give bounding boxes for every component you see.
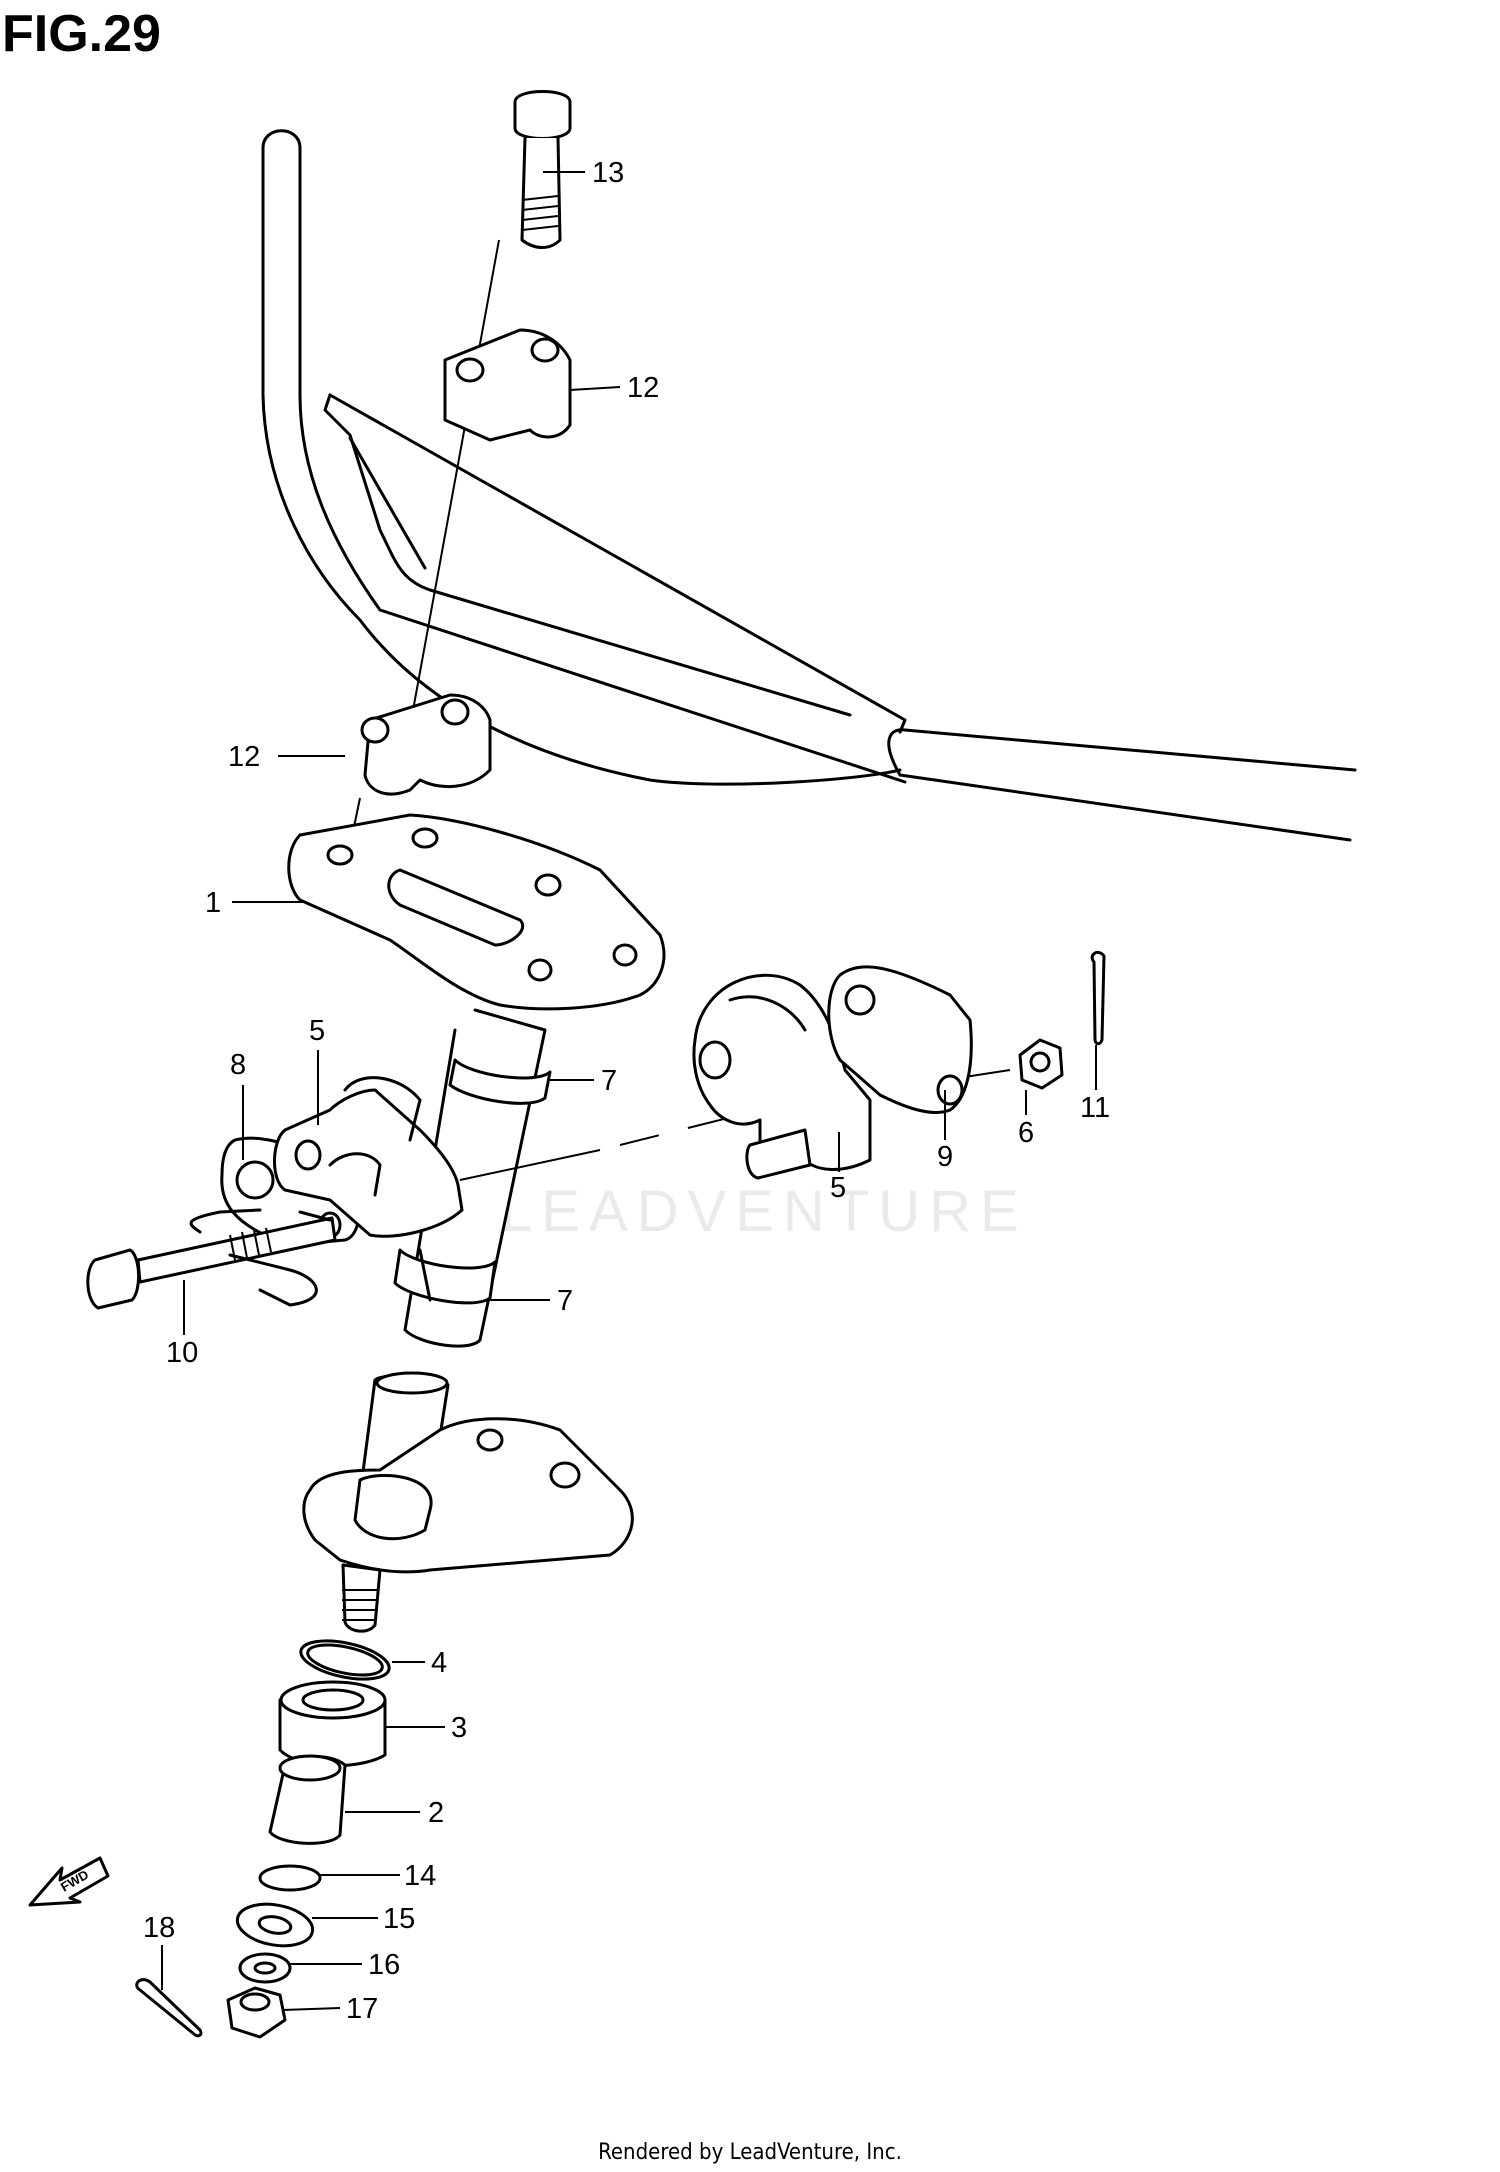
footer-credit: Rendered by LeadVenture, Inc.	[598, 2140, 902, 2165]
fwd-arrow-icon: FWD	[28, 1856, 110, 1907]
callout-15: 15	[383, 1903, 415, 1935]
callout-5-left: 5	[309, 1015, 325, 1047]
bolt-13	[513, 90, 572, 249]
handlebar	[261, 129, 1357, 842]
lower-shaft-plate	[302, 1371, 634, 1633]
callout-7-lower: 7	[557, 1285, 573, 1317]
callout-17: 17	[346, 1993, 378, 2025]
callout-10: 10	[166, 1337, 198, 1369]
washer-15	[235, 1902, 315, 1948]
bracket-5-left	[273, 1076, 464, 1238]
leader-lines	[161, 171, 1097, 2011]
watermark-text: LEADVENTURE	[500, 1179, 1028, 1244]
callout-12-lower: 12	[228, 741, 260, 773]
bolt-10	[86, 1216, 337, 1310]
holder-2	[268, 1754, 347, 1845]
cotter-pin-18	[135, 1978, 203, 2038]
upper-plate-1	[287, 813, 666, 1011]
pivot-axis-line-2	[619, 1109, 761, 1146]
callout-7-upper: 7	[601, 1065, 617, 1097]
callout-13: 13	[592, 157, 624, 189]
callout-2: 2	[428, 1797, 444, 1829]
callout-4: 4	[431, 1647, 447, 1679]
bearing-3	[278, 1680, 387, 1768]
ring-14	[258, 1864, 322, 1892]
lower-clamp-12	[360, 693, 492, 796]
callout-labels: 13 12 12 1 8 5 7 7 10 5 9 6 11 4 3 2 14 …	[143, 157, 1110, 2025]
callout-1: 1	[205, 887, 221, 919]
callout-8: 8	[230, 1049, 246, 1081]
nut-6	[1018, 1038, 1064, 1090]
bracket-5-right	[692, 973, 872, 1180]
callout-18: 18	[143, 1912, 175, 1944]
figure-title: FIG.29	[2, 5, 161, 63]
nut-17	[226, 1986, 287, 2039]
pivot-axis-line-1	[459, 1149, 601, 1181]
callout-6: 6	[1018, 1117, 1034, 1149]
cotter-pin-11	[1090, 951, 1106, 1046]
spring-clip	[189, 1208, 332, 1307]
bolt-axis-line	[402, 239, 500, 766]
callout-11: 11	[1080, 1092, 1110, 1124]
callout-12-upper: 12	[627, 372, 659, 404]
callout-16: 16	[368, 1949, 400, 1981]
washer-16	[238, 1952, 292, 1984]
callout-9: 9	[937, 1141, 953, 1173]
upper-clamp-12	[443, 328, 572, 442]
o-ring-4	[299, 1639, 391, 1681]
steering-shaft	[393, 1008, 552, 1348]
callout-5-right: 5	[830, 1172, 846, 1204]
callout-3: 3	[451, 1712, 467, 1744]
callout-14: 14	[404, 1860, 436, 1892]
